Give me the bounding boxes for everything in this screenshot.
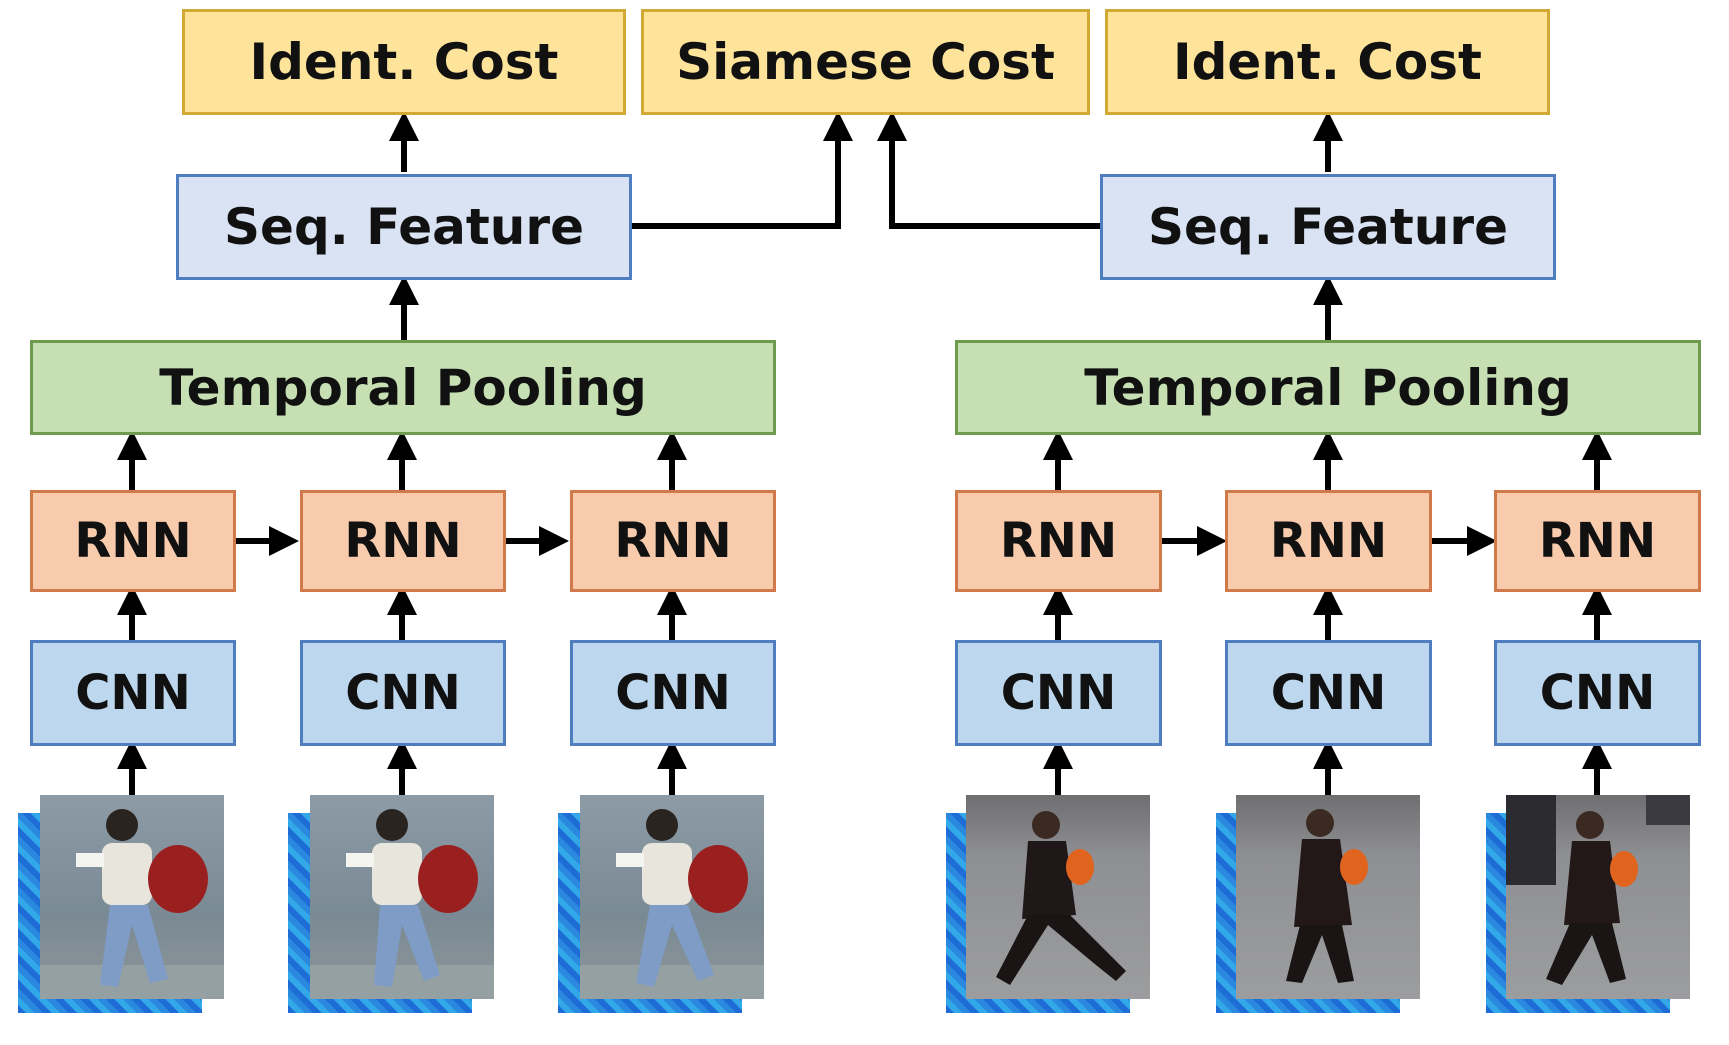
temporal-pooling-left: Temporal Pooling bbox=[30, 340, 776, 435]
cnn-block: CNN bbox=[1494, 640, 1701, 746]
temporal-pooling-right: Temporal Pooling bbox=[955, 340, 1701, 435]
rnn-block: RNN bbox=[570, 490, 776, 592]
rnn-block: RNN bbox=[300, 490, 506, 592]
cnn-block: CNN bbox=[30, 640, 236, 746]
cnn-block: CNN bbox=[570, 640, 776, 746]
ident-cost-right: Ident. Cost bbox=[1105, 9, 1550, 115]
cnn-block: CNN bbox=[955, 640, 1162, 746]
person-photo bbox=[1506, 795, 1690, 999]
person-photo bbox=[1236, 795, 1420, 999]
seq-feature-left: Seq. Feature bbox=[176, 174, 632, 280]
cnn-block: CNN bbox=[300, 640, 506, 746]
rnn-block: RNN bbox=[1494, 490, 1701, 592]
cnn-block: CNN bbox=[1225, 640, 1432, 746]
person-photo bbox=[310, 795, 494, 999]
arrow-feature-to-siamese bbox=[632, 111, 853, 229]
person-photo bbox=[40, 795, 224, 999]
person-photo bbox=[966, 795, 1150, 999]
seq-feature-right: Seq. Feature bbox=[1100, 174, 1556, 280]
ident-cost-left: Ident. Cost bbox=[182, 9, 626, 115]
rnn-block: RNN bbox=[955, 490, 1162, 592]
arrow-feature-to-siamese bbox=[877, 111, 1100, 229]
person-photo bbox=[580, 795, 764, 999]
rnn-block: RNN bbox=[30, 490, 236, 592]
siamese-cost: Siamese Cost bbox=[641, 9, 1090, 115]
rnn-block: RNN bbox=[1225, 490, 1432, 592]
